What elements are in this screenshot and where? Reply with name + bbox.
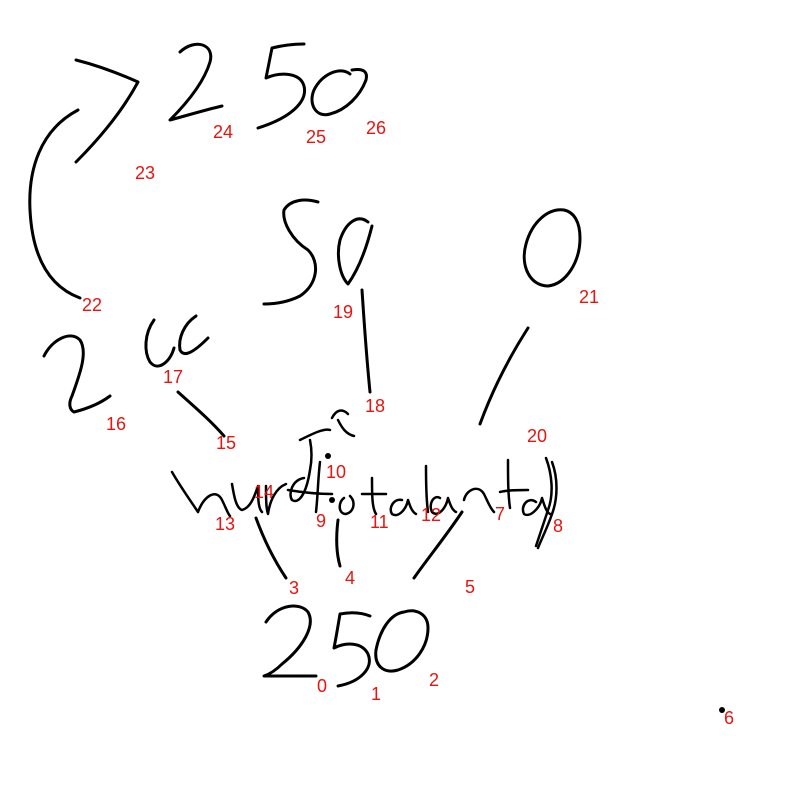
index-label-5: 5 <box>465 577 475 597</box>
stroke-1-digit-5 <box>332 611 372 688</box>
stroke-8-bracket <box>534 456 558 550</box>
index-label-26: 26 <box>366 118 386 138</box>
stroke-2-digit-0 <box>374 609 430 673</box>
stroke-21-digit-0 <box>522 208 582 288</box>
index-label-18: 18 <box>365 396 385 416</box>
index-label-16: 16 <box>106 414 126 434</box>
stroke-25-digit-5-top <box>256 42 307 130</box>
index-label-23: 23 <box>135 163 155 183</box>
stroke-15-connector <box>176 390 226 438</box>
index-label-19: 19 <box>333 302 353 322</box>
index-label-20: 20 <box>527 426 547 446</box>
index-label-1: 1 <box>371 684 381 704</box>
stroke-20-connector <box>478 326 530 426</box>
stroke-0-digit-2 <box>262 604 318 678</box>
index-label-15: 15 <box>216 433 236 453</box>
stroke-17-zeros <box>144 314 210 368</box>
index-label-12: 12 <box>421 505 441 525</box>
index-label-22: 22 <box>82 295 102 315</box>
index-label-7: 7 <box>495 504 505 524</box>
stroke-4-connector <box>335 518 342 568</box>
stroke-13-hundred-word <box>170 438 313 518</box>
index-label-11: 11 <box>370 512 389 532</box>
stroke-26-digit-0-top <box>310 68 368 117</box>
index-label-14: 14 <box>254 482 274 502</box>
stroke-18-connector <box>360 288 372 394</box>
dot-10 <box>325 453 331 459</box>
dot-6 <box>719 707 725 713</box>
index-label-9: 9 <box>316 511 326 531</box>
dot-9 <box>329 497 335 503</box>
stroke-5-connector <box>412 510 464 580</box>
index-label-17: 17 <box>163 367 183 387</box>
index-label-4: 4 <box>345 568 355 588</box>
index-label-24: 24 <box>213 122 233 142</box>
stroke-19-number-50 <box>262 198 374 306</box>
index-label-2: 2 <box>429 670 439 690</box>
index-label-13: 13 <box>215 514 235 534</box>
index-label-10: 10 <box>326 462 346 482</box>
index-label-3: 3 <box>289 578 299 598</box>
stroke-24-digit-2-top <box>168 42 224 122</box>
stroke-22-arrow-shaft <box>28 108 82 300</box>
index-label-21: 21 <box>579 287 599 307</box>
stroke-9-letter <box>314 460 322 514</box>
stroke-3-connector <box>254 516 288 580</box>
stroke-12-letter <box>389 464 458 517</box>
index-label-6: 6 <box>724 708 734 728</box>
index-label-0: 0 <box>317 676 327 696</box>
stroke-14-plus <box>286 409 356 496</box>
stroke-7-letter <box>462 458 552 517</box>
stroke-11-letter <box>338 476 388 516</box>
stroke-16-digit-2 <box>42 334 112 414</box>
index-label-8: 8 <box>553 516 563 536</box>
index-label-25: 25 <box>306 127 326 147</box>
stroke-23-arrow-head <box>74 58 140 164</box>
